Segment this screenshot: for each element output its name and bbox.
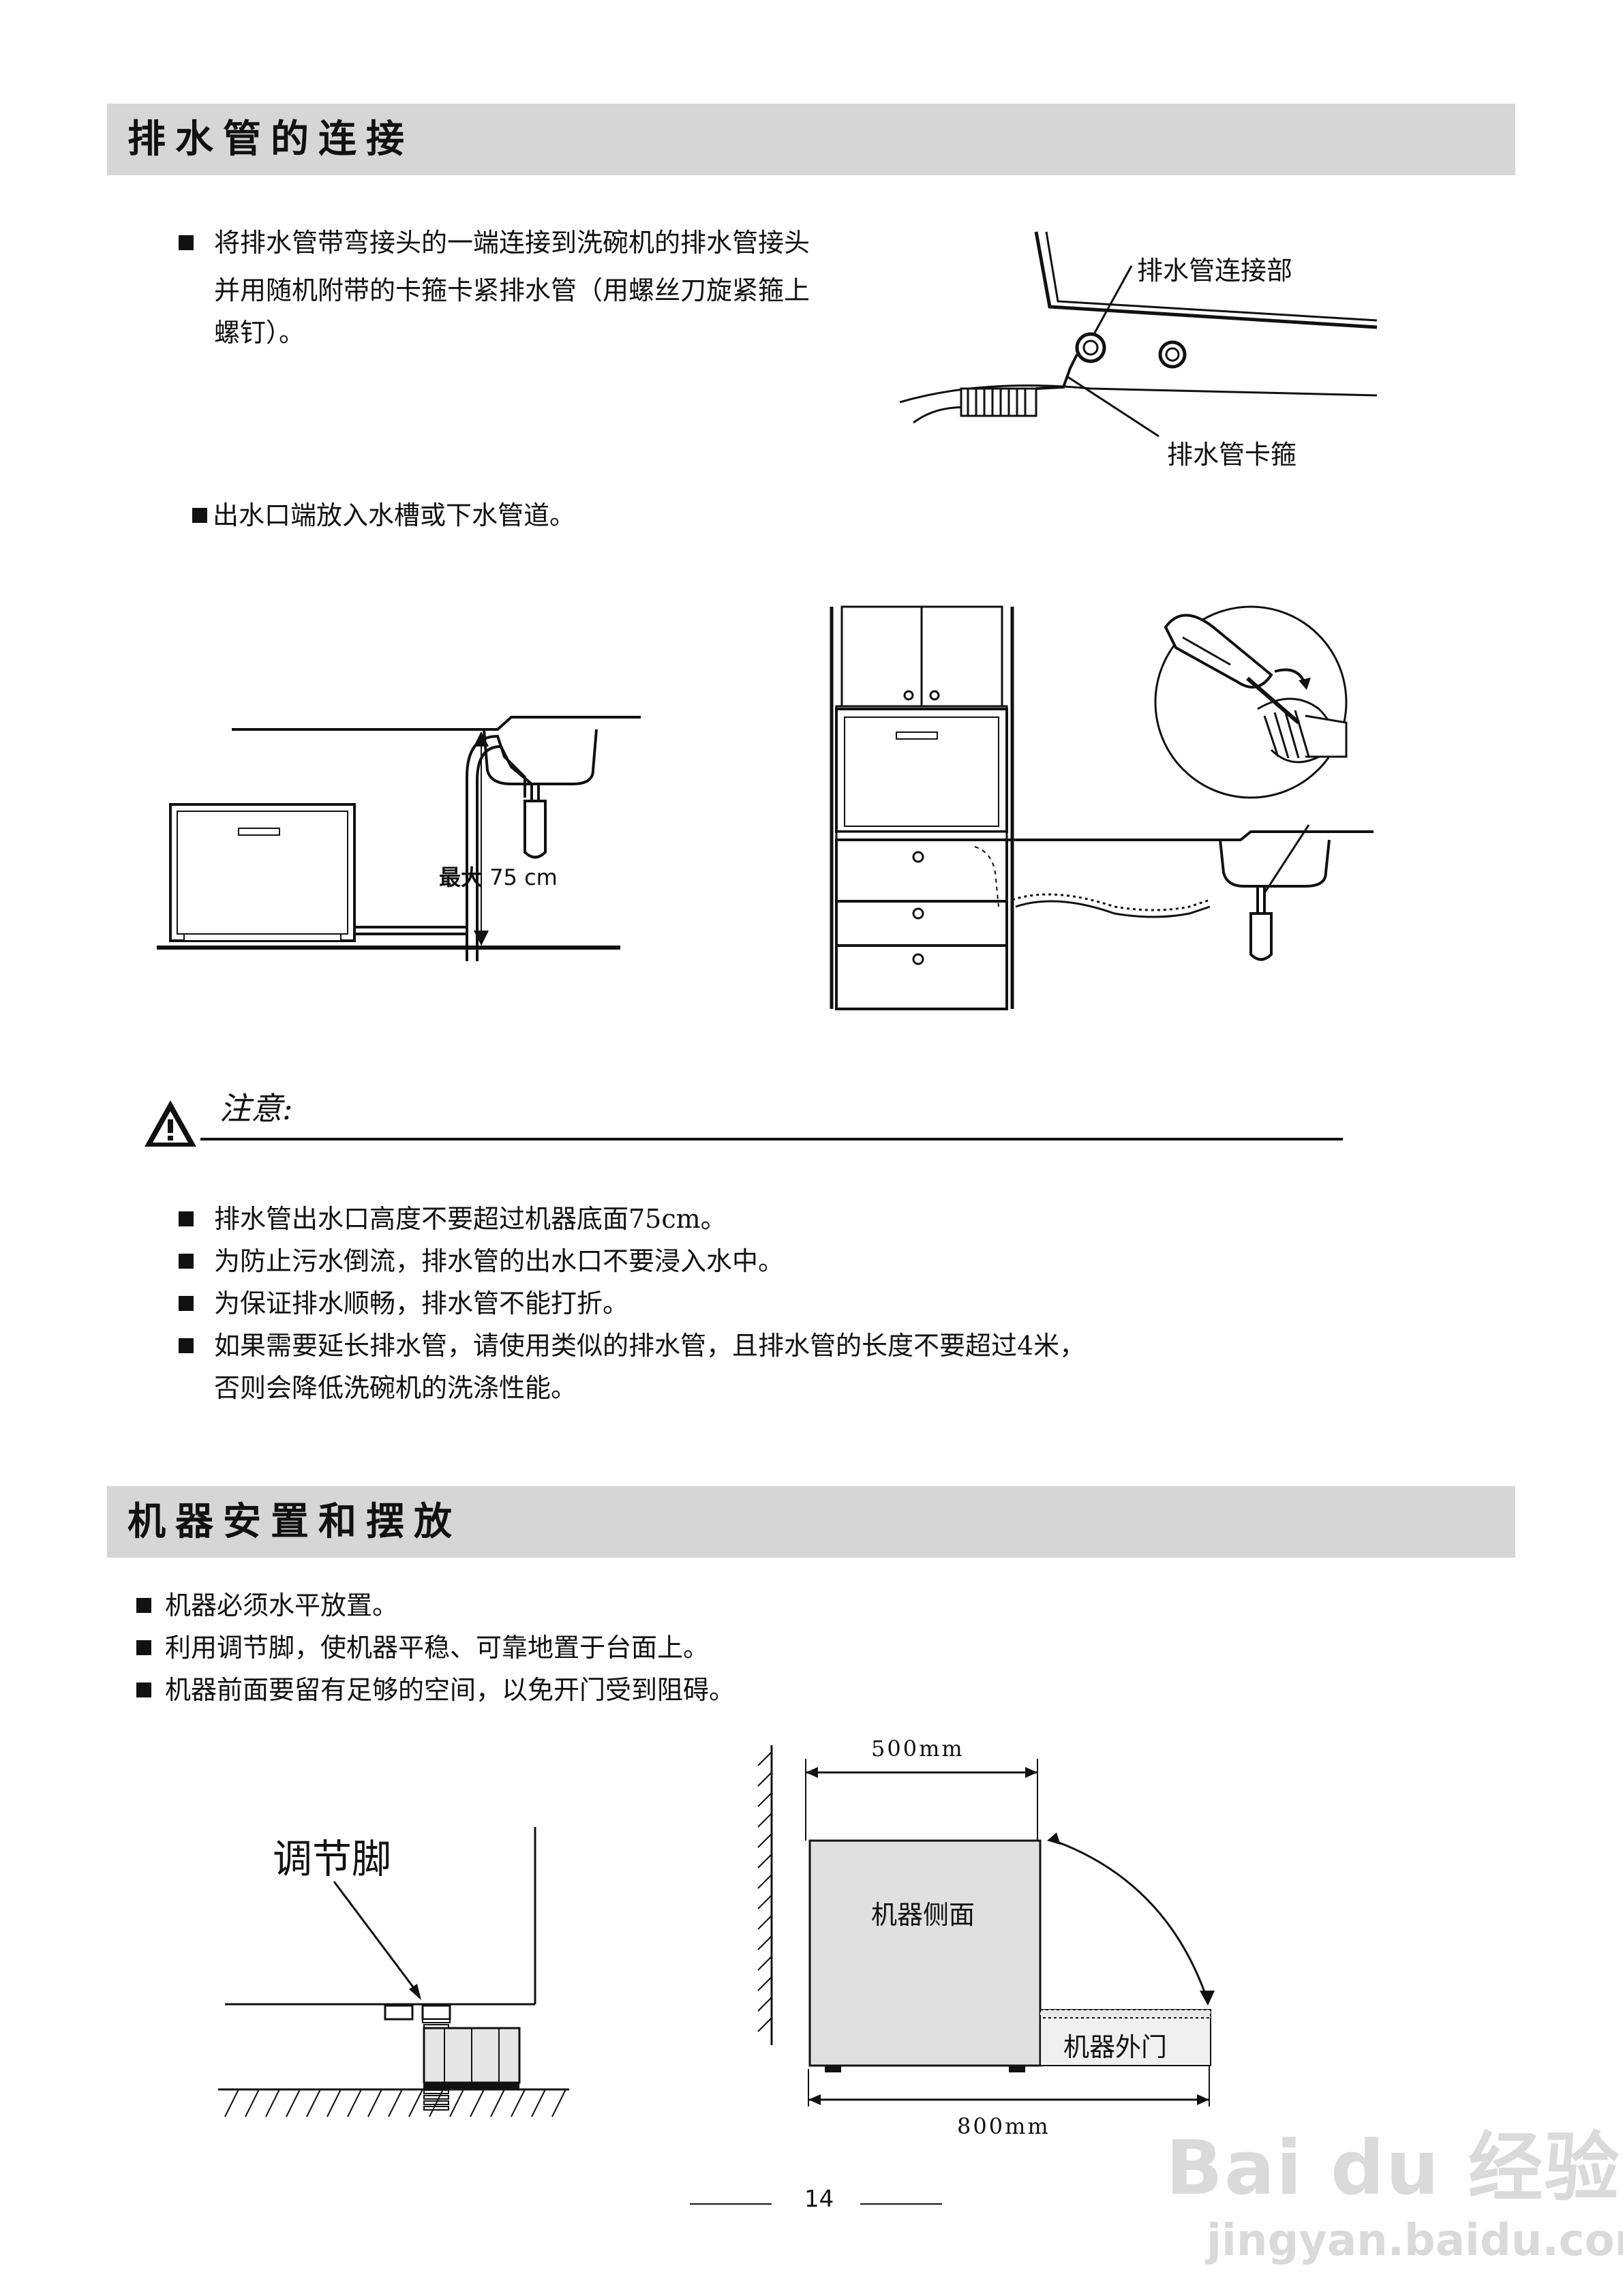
- footer-rule-left: [690, 2203, 772, 2205]
- caution-title: 注意:: [219, 1090, 293, 1127]
- max-value: 75 cm: [489, 864, 558, 890]
- max-height-label: 最大 75 cm: [439, 860, 558, 892]
- dimension-bottom: 800mm: [957, 2113, 1050, 2139]
- placement-text: 利用调节脚，使机器平稳、可靠地置于台面上。: [165, 1633, 710, 1663]
- max-label: 最大: [439, 864, 483, 890]
- bullet-icon: [136, 1682, 151, 1697]
- foot-detail: [423, 2027, 521, 2089]
- section-title: 机器安置和摆放: [127, 1500, 461, 1544]
- label-adjustable-foot: 调节脚: [273, 1836, 392, 1882]
- instruction-outlet: 出水口端放入水槽或下水管道。: [192, 495, 575, 536]
- dimension-top: 500mm: [871, 1736, 965, 1762]
- placement-text: 机器必须水平放置。: [165, 1590, 399, 1620]
- instruction-line: 并用随机附带的卡箍卡紧排水管（用螺丝刀旋紧箍上: [214, 275, 810, 305]
- footer-rule-right: [860, 2203, 942, 2205]
- instruction-line: 将排水管带弯接头的一端连接到洗碗机的排水管接头: [214, 228, 810, 258]
- bullet-icon: [192, 508, 207, 523]
- bullet-icon: [179, 1254, 194, 1269]
- caution-divider: [200, 1138, 1343, 1141]
- caution-item: 如果需要延长排水管，请使用类似的排水管，且排水管的长度不要超过4米，: [179, 1325, 1085, 1366]
- instruction-line: 出水口端放入水槽或下水管道。: [213, 500, 576, 530]
- instruction-connect-hose: 将排水管带弯接头的一端连接到洗碗机的排水管接头: [179, 222, 810, 263]
- caution-text: 如果需要延长排水管，请使用类似的排水管，且排水管的长度不要超过4米，: [214, 1331, 1086, 1361]
- clearance-illustration: [757, 1745, 1215, 2106]
- placement-text: 机器前面要留有足够的空间，以免开门受到阻碍。: [165, 1675, 735, 1705]
- caution-item: 为保证排水顺畅，排水管不能打折。: [179, 1283, 628, 1324]
- caution-item: 排水管出水口高度不要超过机器底面75cm。: [179, 1198, 727, 1239]
- bullet-icon: [136, 1598, 151, 1613]
- bullet-icon: [136, 1640, 151, 1655]
- watermark-url: jingyan.baidu.com: [1207, 2216, 1623, 2266]
- caution-item: 为防止污水倒流，排水管的出水口不要浸入水中。: [179, 1241, 784, 1282]
- bullet-icon: [179, 235, 194, 250]
- bullet-icon: [179, 1211, 194, 1226]
- floor-hatch: [218, 2088, 569, 2117]
- label-machine-door: 机器外门: [1063, 2032, 1168, 2062]
- section-header-placement: 机器安置和摆放: [107, 1486, 1515, 1558]
- cabinet-drain-illustration: [830, 605, 1374, 1010]
- label-hose-clamp: 排水管卡箍: [1167, 440, 1297, 470]
- instruction-line: 螺钉）。: [214, 318, 305, 348]
- hose-connection-illustration: [899, 231, 1378, 438]
- placement-item: 机器前面要留有足够的空间，以免开门受到阻碍。: [136, 1670, 735, 1710]
- label-machine-side: 机器侧面: [871, 1900, 975, 1930]
- caution-text: 排水管出水口高度不要超过机器底面75cm。: [214, 1204, 727, 1234]
- page-number: 14: [804, 2186, 834, 2213]
- sink-drain-illustration: [157, 716, 641, 961]
- section-header-drain-hose: 排水管的连接: [107, 104, 1515, 175]
- caution-text: 为防止污水倒流，排水管的出水口不要浸入水中。: [214, 1246, 785, 1276]
- label-hose-connection: 排水管连接部: [1137, 256, 1293, 286]
- bullet-icon: [179, 1296, 194, 1311]
- watermark-logo: Bai du 经验: [1166, 2124, 1621, 2211]
- section-title: 排水管的连接: [127, 117, 414, 162]
- caution-text: 为保证排水顺畅，排水管不能打折。: [214, 1288, 629, 1318]
- caution-text: 否则会降低洗碗机的洗涤性能。: [214, 1373, 577, 1403]
- warning-triangle-icon: [145, 1100, 196, 1147]
- bullet-icon: [179, 1338, 194, 1353]
- placement-item: 机器必须水平放置。: [136, 1585, 398, 1626]
- placement-item: 利用调节脚，使机器平稳、可靠地置于台面上。: [136, 1627, 709, 1668]
